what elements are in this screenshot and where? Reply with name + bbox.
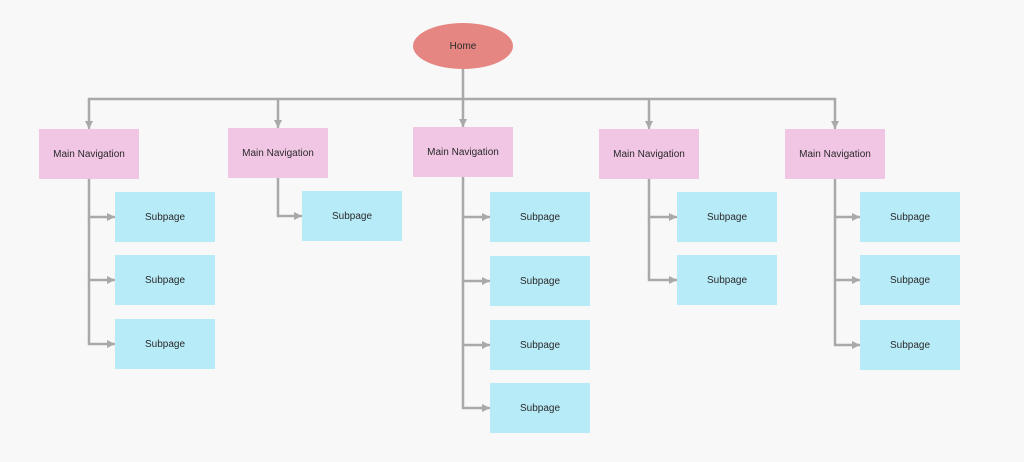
subpage-label: Subpage [889, 211, 931, 223]
subpage-label: Subpage [519, 275, 561, 287]
main-navigation-node: Main Navigation [39, 129, 139, 179]
main-navigation-node: Main Navigation [228, 128, 328, 178]
subpage-node: Subpage [115, 319, 215, 369]
subpage-node: Subpage [677, 192, 777, 242]
subpage-node: Subpage [115, 192, 215, 242]
subpage-node: Subpage [490, 192, 590, 242]
subpage-node: Subpage [860, 255, 960, 305]
subpage-node: Subpage [860, 192, 960, 242]
subpage-node: Subpage [490, 383, 590, 433]
home-node: Home [413, 23, 513, 69]
subpage-label: Subpage [519, 339, 561, 351]
subpage-label: Subpage [519, 211, 561, 223]
subpage-label: Subpage [144, 338, 186, 350]
subpage-node: Subpage [677, 255, 777, 305]
subpage-node: Subpage [302, 191, 402, 241]
main-navigation-node: Main Navigation [413, 127, 513, 177]
subpage-label: Subpage [889, 339, 931, 351]
subpage-label: Subpage [706, 211, 748, 223]
subpage-node: Subpage [115, 255, 215, 305]
subpage-label: Subpage [706, 274, 748, 286]
main-navigation-node: Main Navigation [785, 129, 885, 179]
main-navigation-label: Main Navigation [242, 147, 314, 159]
subpage-node: Subpage [860, 320, 960, 370]
main-navigation-label: Main Navigation [53, 148, 125, 160]
main-navigation-node: Main Navigation [599, 129, 699, 179]
main-navigation-label: Main Navigation [427, 146, 499, 158]
subpage-label: Subpage [144, 211, 186, 223]
home-node-label: Home [449, 40, 477, 52]
subpage-label: Subpage [331, 210, 373, 222]
subpage-label: Subpage [144, 274, 186, 286]
subpage-node: Subpage [490, 256, 590, 306]
subpage-label: Subpage [889, 274, 931, 286]
main-navigation-label: Main Navigation [799, 148, 871, 160]
subpage-node: Subpage [490, 320, 590, 370]
subpage-label: Subpage [519, 402, 561, 414]
main-navigation-label: Main Navigation [613, 148, 685, 160]
